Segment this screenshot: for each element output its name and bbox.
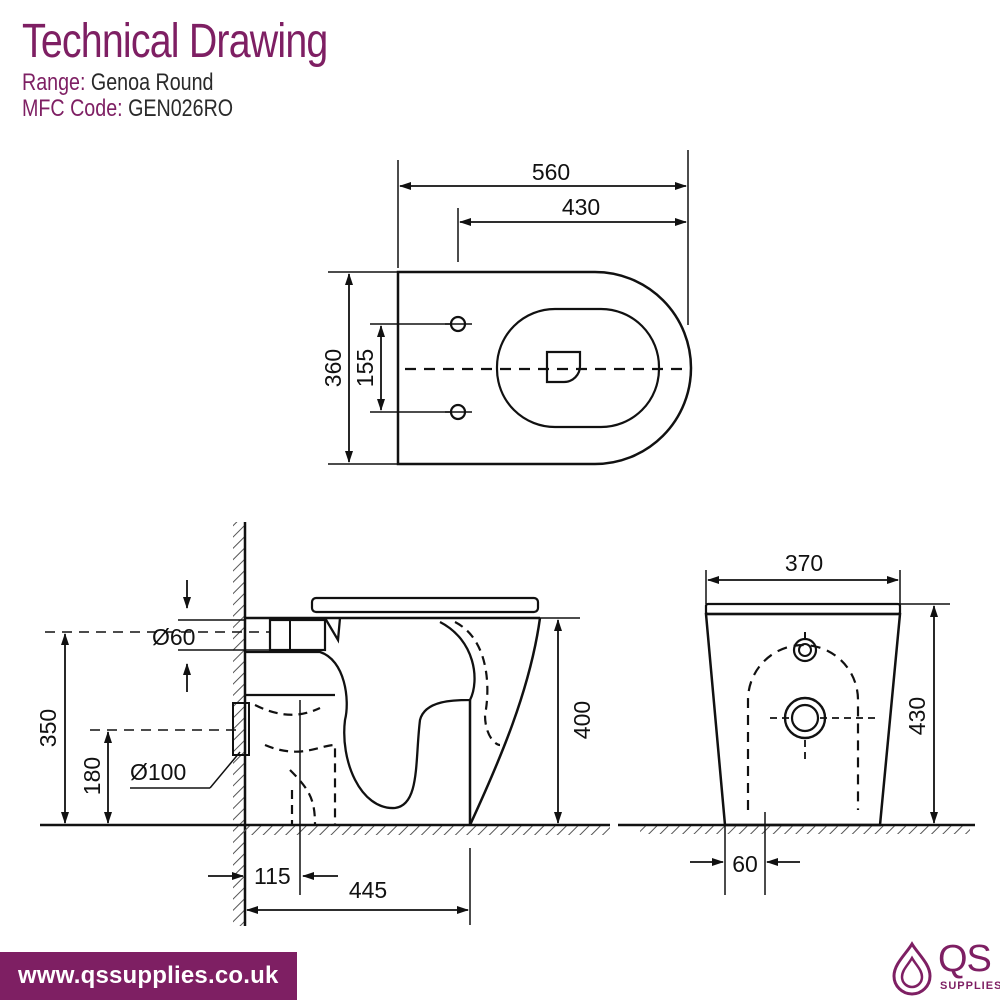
body-outline	[468, 617, 542, 826]
dim-180-label: 180	[79, 757, 105, 795]
rear-inlet	[792, 637, 818, 663]
rear-trap-dashed	[746, 643, 860, 810]
seat	[310, 596, 540, 614]
rear-seat	[704, 602, 902, 616]
top-view-outline	[396, 270, 693, 466]
range-label: Range:	[22, 69, 86, 96]
code-label: MFC Code:	[22, 95, 123, 122]
range-value: Genoa Round	[90, 69, 214, 96]
brand-name: QS	[938, 938, 992, 980]
brand-subtitle: SUPPLIES	[940, 980, 1000, 992]
top-view-flush-outlet	[545, 350, 582, 384]
dim-60-diameter-label: Ø60	[152, 624, 195, 650]
code-line: MFC Code: GEN026RO	[22, 96, 327, 122]
dim-360-label: 360	[320, 349, 346, 387]
dim-155-label: 155	[352, 349, 378, 387]
website-link[interactable]: www.qssupplies.co.uk	[18, 962, 279, 989]
dim-350-label: 350	[35, 709, 61, 747]
page-title: Technical Drawing	[22, 15, 328, 68]
dim-400-label: 400	[569, 701, 595, 739]
dim-430-label: 430	[562, 194, 600, 220]
range-line: Range: Genoa Round	[22, 70, 327, 96]
dim-370-label: 370	[785, 550, 823, 576]
dim-560-label: 560	[532, 159, 570, 185]
dim-445-label: 445	[349, 877, 387, 903]
inlet-pipe	[268, 618, 327, 652]
floor	[240, 825, 610, 835]
rear-view	[618, 570, 975, 895]
website-banner[interactable]: www.qssupplies.co.uk	[0, 952, 297, 1000]
wall	[233, 522, 245, 926]
top-view	[328, 150, 693, 466]
dim-115-label: 115	[254, 863, 291, 889]
code-value: GEN026RO	[128, 95, 234, 122]
side-view	[40, 522, 610, 926]
dim-430-rear-label: 430	[904, 697, 930, 735]
waste-pipe	[254, 704, 337, 826]
qs-logo-icon	[892, 941, 932, 996]
bowl-interior	[245, 617, 476, 810]
header: Technical Drawing Range: Genoa Round MFC…	[22, 14, 395, 122]
dim-60-rear-label: 60	[732, 851, 758, 877]
dim-100-diameter-label: Ø100	[130, 759, 186, 785]
